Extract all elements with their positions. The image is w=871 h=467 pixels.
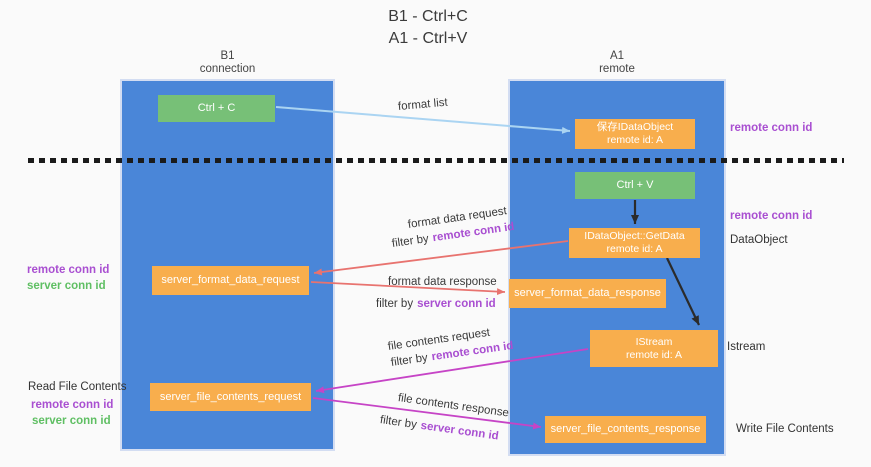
server-format-data-response-label: server_format_data_response xyxy=(514,287,661,299)
filter-by-text: filter by xyxy=(376,298,414,310)
node-saved-dataobject: 保存IDataObject remote id: A xyxy=(575,119,695,149)
format-list-text: format list xyxy=(397,96,449,113)
filter-by-text: filter by xyxy=(390,351,429,369)
lane-header-a1: A1 remote xyxy=(508,50,726,76)
getdata-line2: remote id: A xyxy=(606,243,663,255)
annotation-left-remote-conn-id: remote conn id xyxy=(27,264,110,276)
node-server-format-data-request: server_format_data_request xyxy=(152,266,309,295)
node-server-file-contents-response: server_file_contents_response xyxy=(545,416,706,443)
lane-b1-subtitle: connection xyxy=(199,63,256,75)
label-file-contents-response: file contents response xyxy=(397,392,509,419)
annotation-left-remote-conn-id-2: remote conn id xyxy=(31,399,114,411)
dashed-divider xyxy=(28,158,844,163)
annotation-istream: Istream xyxy=(727,341,766,353)
node-ctrl-v: Ctrl + V xyxy=(575,172,695,199)
title-line-2: A1 - Ctrl+V xyxy=(388,30,468,47)
node-server-file-contents-request: server_file_contents_request xyxy=(150,383,311,411)
istream-line2: remote id: A xyxy=(625,348,683,361)
annotation-remote-conn-id-top: remote conn id xyxy=(730,122,813,134)
ctrl-c-label: Ctrl + C xyxy=(197,102,236,114)
diagram-title: B1 - Ctrl+C A1 - Ctrl+V xyxy=(338,6,518,50)
annotation-write-file-contents: Write File Contents xyxy=(736,423,834,435)
label-format-list: format list xyxy=(397,97,448,113)
annotation-remote-conn-id-mid: remote conn id xyxy=(730,210,813,222)
getdata-line1: IDataObject::GetData xyxy=(584,230,685,242)
node-ctrl-c: Ctrl + C xyxy=(158,95,275,122)
lane-header-b1: B1 connection xyxy=(120,50,335,76)
saved-dataobject-line1: 保存IDataObject xyxy=(596,121,674,133)
annotation-dataobject: DataObject xyxy=(730,234,788,246)
server-conn-id-text: server conn id xyxy=(417,298,496,310)
title-line-1: B1 - Ctrl+C xyxy=(388,8,468,25)
node-server-format-data-response: server_format_data_response xyxy=(509,279,666,308)
annotation-read-file-contents: Read File Contents xyxy=(28,381,127,393)
lane-b1-title: B1 xyxy=(220,50,235,62)
lane-a1-subtitle: remote xyxy=(599,63,635,75)
format-data-response-text: format data response xyxy=(388,276,497,288)
saved-dataobject-line2: remote id: A xyxy=(606,134,664,146)
filter-by-text: filter by xyxy=(379,414,418,432)
label-format-data-response: format data response xyxy=(388,276,497,288)
annotation-left-server-conn-id-2: server conn id xyxy=(32,415,111,427)
istream-line1: IStream xyxy=(635,335,673,348)
server-conn-id-text: server conn id xyxy=(419,419,500,443)
annotation-left-server-conn-id: server conn id xyxy=(27,280,106,292)
file-contents-response-text: file contents response xyxy=(397,392,510,420)
server-file-contents-response-label: server_file_contents_response xyxy=(550,423,701,435)
server-format-data-request-label: server_format_data_request xyxy=(161,274,300,286)
node-idataobject-getdata: IDataObject::GetData remote id: A xyxy=(569,228,700,258)
lane-a1-title: A1 xyxy=(609,50,625,62)
filter-by-text: filter by xyxy=(391,232,430,250)
server-file-contents-request-label: server_file_contents_request xyxy=(159,390,302,403)
node-istream: IStream remote id: A xyxy=(590,330,718,367)
ctrl-v-label: Ctrl + V xyxy=(616,179,654,191)
